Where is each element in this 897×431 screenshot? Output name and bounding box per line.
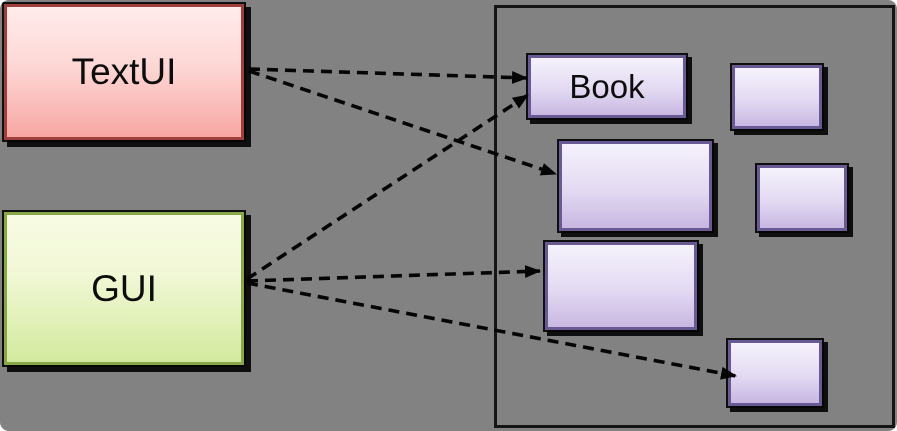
node-textui-label: TextUI — [71, 51, 177, 92]
node-book-label: Book — [569, 67, 645, 105]
node-module-6 — [728, 340, 822, 406]
node-module-2 — [559, 141, 712, 231]
node-module-5 — [757, 165, 847, 231]
node-gui: GUI — [4, 212, 244, 365]
node-textui: TextUI — [4, 4, 244, 140]
arrow-gui-to-book — [246, 93, 529, 281]
arrow-textui-to-book — [248, 67, 528, 85]
node-module-3 — [545, 242, 697, 330]
node-book: Book — [528, 55, 686, 118]
node-gui-label: GUI — [91, 267, 157, 309]
node-module-4 — [732, 65, 822, 129]
